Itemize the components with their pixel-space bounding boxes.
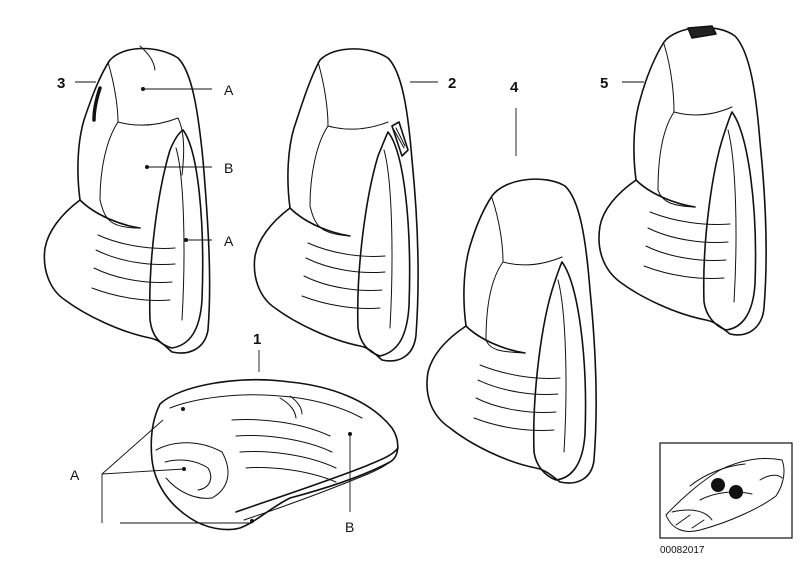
callout-5: 5 (600, 75, 608, 92)
label-b-cushion: B (345, 519, 354, 535)
label-a-side-bolster: A (224, 233, 234, 249)
leader-lines (75, 81, 644, 524)
seat-backrest-4 (426, 178, 597, 484)
seat-backrest-3 (43, 45, 211, 354)
label-b-backrest-center: B (224, 160, 233, 176)
seat-cushion-1 (150, 379, 399, 531)
seat-backrest-2 (253, 48, 419, 362)
car-location-thumbnail (659, 442, 793, 539)
label-a-headrest: A (224, 82, 234, 98)
label-a-cushion: A (70, 467, 80, 483)
image-number: 00082017 (660, 545, 705, 556)
callout-2: 2 (448, 75, 456, 92)
callout-4: 4 (510, 79, 519, 96)
seat-backrest-5 (598, 25, 767, 336)
callout-1: 1 (253, 331, 261, 348)
callout-3: 3 (57, 75, 65, 92)
